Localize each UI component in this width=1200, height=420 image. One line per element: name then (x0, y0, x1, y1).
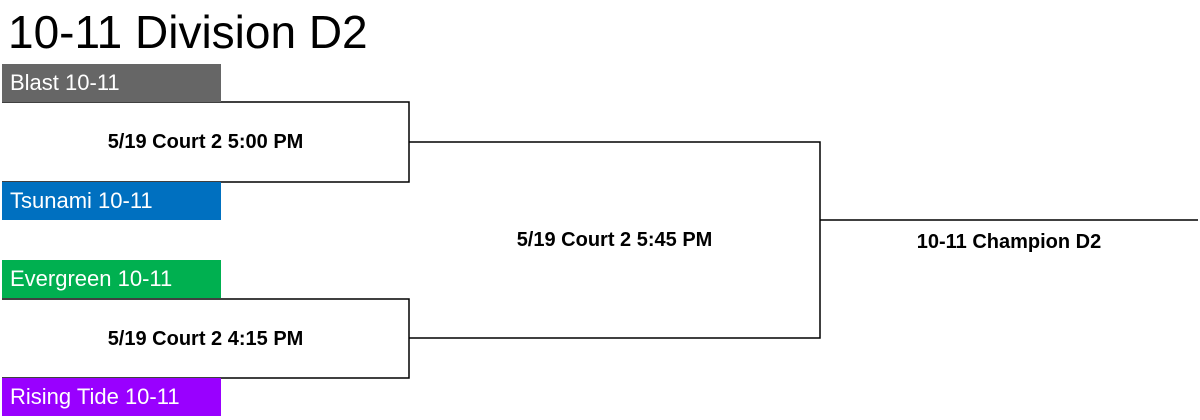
game-label-round1-top: 5/19 Court 2 5:00 PM (107, 131, 304, 153)
team-slot-rising-tide[interactable]: Rising Tide 10-11 (2, 378, 221, 416)
team-slot-evergreen[interactable]: Evergreen 10-11 (2, 260, 221, 298)
bracket-line-final (409, 141, 821, 339)
page-title: 10-11 Division D2 (8, 6, 368, 58)
team-slot-blast[interactable]: Blast 10-11 (2, 64, 221, 102)
champion-label: 10-11 Champion D2 (916, 231, 1102, 253)
game-label-final: 5/19 Court 2 5:45 PM (516, 229, 713, 251)
game-label-round1-bottom: 5/19 Court 2 4:15 PM (107, 328, 304, 350)
team-slot-tsunami[interactable]: Tsunami 10-11 (2, 182, 221, 220)
